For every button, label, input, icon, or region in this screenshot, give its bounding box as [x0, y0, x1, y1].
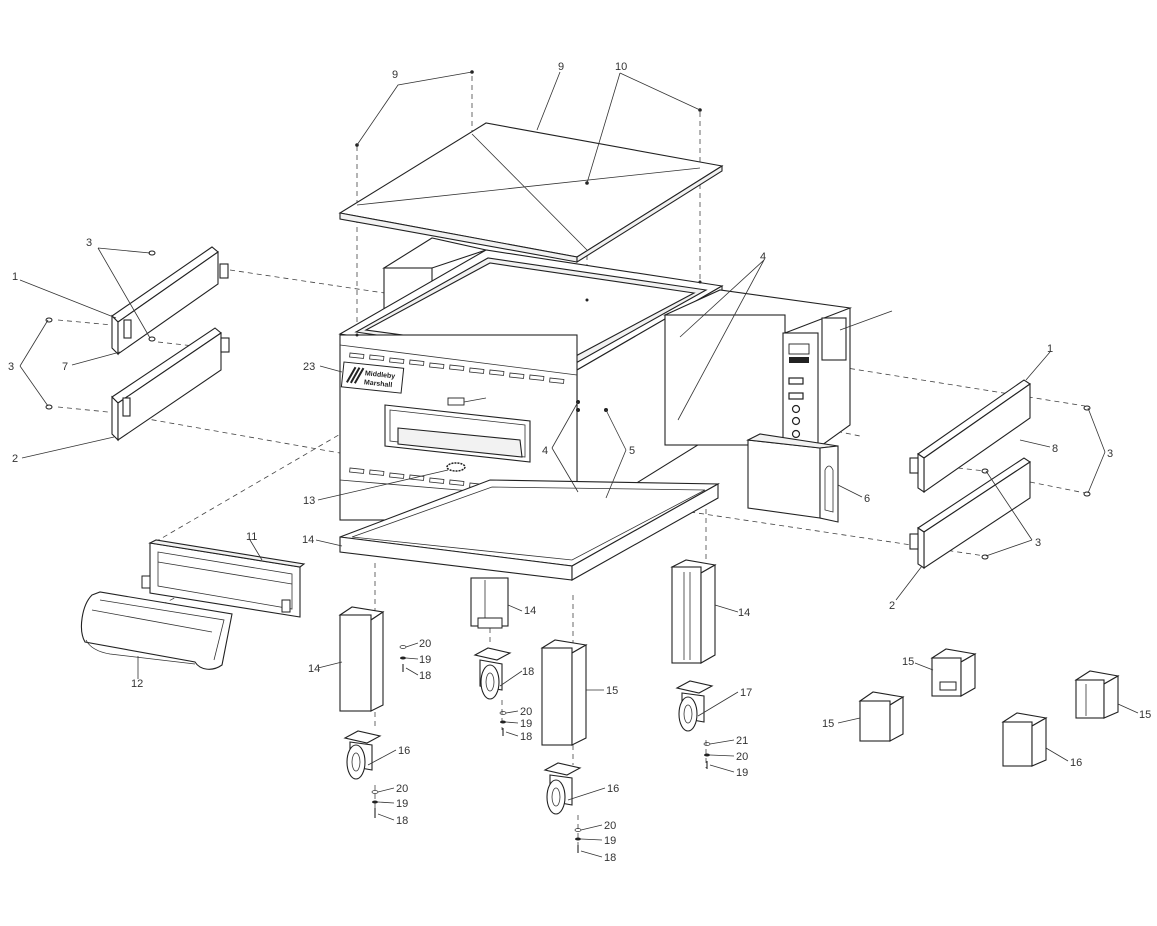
callout-19-a: 19 — [419, 654, 431, 666]
short-leg-d — [1001, 712, 1048, 767]
leg-front-left — [338, 606, 385, 712]
callout-labels: 9 9 10 3 1 3 7 2 23 4 4 5 13 14 11 12 1 … — [8, 61, 1151, 864]
control-box — [663, 289, 853, 451]
callout-7-right: 8 — [1052, 443, 1058, 455]
callout-1-right: 1 — [1047, 343, 1053, 355]
callout-3-right: 3 — [1107, 448, 1113, 460]
callout-18-e: 19 — [736, 767, 748, 779]
callout-16-center: 16 — [607, 783, 619, 795]
callout-18-d: 18 — [604, 852, 616, 864]
callout-9-right: 10 — [615, 61, 627, 73]
callout-4-top: 4 — [760, 251, 766, 263]
callout-18-b: 18 — [520, 731, 532, 743]
left-panel-upper — [111, 246, 229, 356]
right-panel-lower — [909, 457, 1031, 570]
short-leg-b — [930, 648, 977, 697]
brand-line-2: Marshall — [364, 379, 393, 389]
callout-19-b: 19 — [520, 718, 532, 730]
callout-15-a: 15 — [902, 656, 914, 668]
leader-lines — [19, 71, 1139, 858]
callout-20-d: 20 — [604, 820, 616, 832]
callout-10: 11 — [246, 531, 257, 543]
callout-4-left: 4 — [542, 445, 548, 457]
callout-18-a: 18 — [419, 670, 431, 682]
top-panel — [338, 122, 724, 263]
callout-7-left: 7 — [62, 361, 68, 373]
callout-20-a: 20 — [419, 638, 431, 650]
leg-front-center — [540, 639, 588, 746]
callout-19-d: 19 — [604, 835, 616, 847]
callout-20-b: 20 — [520, 706, 532, 718]
callout-18-c: 18 — [396, 815, 408, 827]
brand-plate: Middleby Marshall — [340, 361, 405, 394]
brand-line-1: Middleby — [365, 370, 396, 380]
caster-center-front — [543, 762, 582, 815]
callout-6: 6 — [864, 493, 870, 505]
callout-20-e: 21 — [736, 735, 748, 747]
callout-15-b: 15 — [822, 718, 834, 730]
callout-9-left: 9 — [392, 69, 398, 81]
left-panel-lower — [111, 327, 230, 442]
callout-2-left: 2 — [12, 453, 18, 465]
callout-16-left: 16 — [398, 745, 410, 757]
callout-20-c: 20 — [396, 783, 408, 795]
short-leg-a — [858, 691, 905, 742]
short-leg-c — [1074, 670, 1120, 719]
callout-16-right: 17 — [740, 687, 752, 699]
leg-rear-center — [470, 577, 509, 629]
callout-15-c: 15 — [1139, 709, 1151, 721]
callout-12: 13 — [303, 495, 315, 507]
callout-3-left: 3 — [8, 361, 14, 373]
base-tray — [339, 479, 721, 581]
leg-right — [670, 559, 717, 664]
callout-17: 18 — [522, 666, 534, 678]
callout-11: 12 — [131, 678, 143, 690]
callout-8: 9 — [558, 61, 564, 73]
callout-5: 5 — [629, 445, 635, 457]
caster-right — [675, 680, 714, 732]
side-cover — [746, 433, 839, 523]
callout-14-left: 14 — [308, 663, 320, 675]
callout-19-e: 20 — [736, 751, 748, 763]
callout-3-lower-right: 3 — [1035, 537, 1041, 549]
callout-13: 14 — [302, 534, 314, 546]
door — [80, 591, 233, 670]
callout-14-right: 14 — [738, 607, 750, 619]
callout-14-rear: 14 — [524, 605, 536, 617]
callout-19-c: 19 — [396, 798, 408, 810]
right-panel-upper — [909, 379, 1031, 494]
callout-3-top-left: 3 — [86, 237, 92, 249]
callout-14-center: 15 — [606, 685, 618, 697]
callout-1-left: 1 — [12, 271, 18, 283]
door-frame — [141, 539, 306, 618]
caster-left — [343, 730, 382, 780]
bolt-sets — [371, 645, 711, 853]
caster-center-rear — [473, 647, 512, 700]
callout-15-d: 16 — [1070, 757, 1082, 769]
callout-2-right: 2 — [889, 600, 895, 612]
callout-21: 23 — [303, 361, 315, 373]
